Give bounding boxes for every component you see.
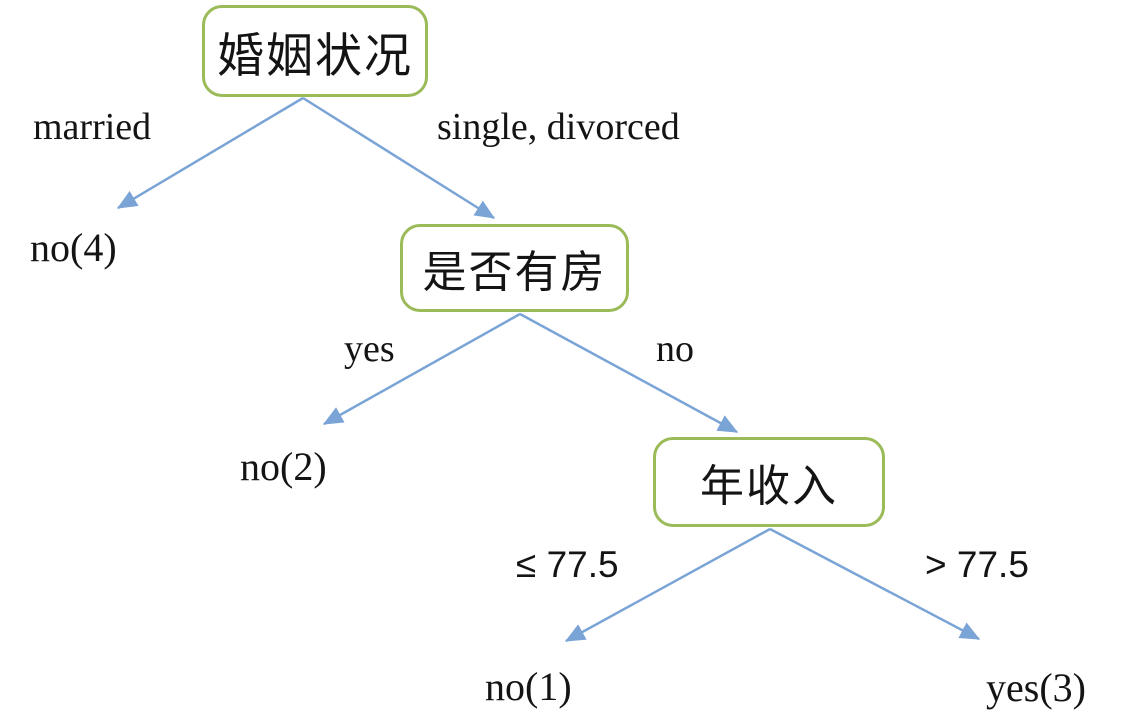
edge-married-line xyxy=(116,96,304,210)
node-owns-house-label: 是否有房 xyxy=(422,248,607,297)
node-marital-status-label: 婚姻状况 xyxy=(217,30,413,83)
edge-label-yes: yes xyxy=(344,328,395,370)
edge-no-line xyxy=(519,312,739,434)
edge-label-single-divorced: single, divorced xyxy=(437,106,680,148)
edge-label-le-77-5: ≤ 77.5 xyxy=(516,544,619,585)
leaf-no-2: no(2) xyxy=(240,444,327,489)
edge-label-married: married xyxy=(33,106,152,148)
edge-label-no: no xyxy=(656,328,694,370)
node-owns-house: 是否有房 xyxy=(400,224,629,312)
leaf-no-1: no(1) xyxy=(485,664,572,709)
leaf-yes-3: yes(3) xyxy=(986,665,1086,710)
leaf-no-4: no(4) xyxy=(30,225,117,270)
edge-le-77-5-line xyxy=(564,527,771,643)
edge-label-gt-77-5: > 77.5 xyxy=(925,544,1029,585)
edge-single-divorced-line xyxy=(302,96,496,220)
node-annual-income: 年收入 xyxy=(653,437,885,527)
edge-gt-77-5-line xyxy=(769,527,981,641)
node-marital-status: 婚姻状况 xyxy=(202,5,428,97)
edge-yes-line xyxy=(322,312,521,426)
node-annual-income-label: 年收入 xyxy=(700,462,838,511)
